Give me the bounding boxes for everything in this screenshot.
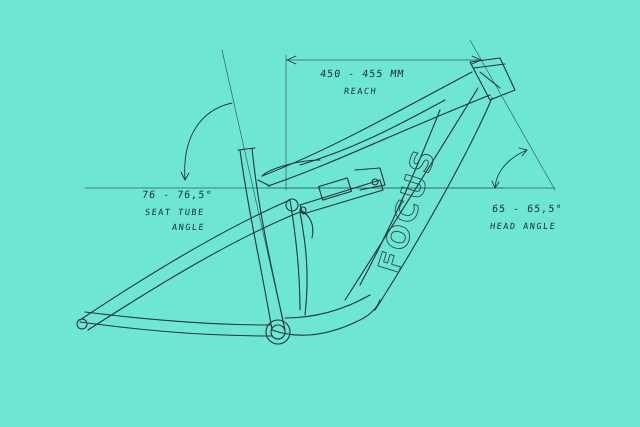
head-angle-label: HEAD ANGLE <box>489 222 557 232</box>
reach-label: REACH <box>343 87 378 97</box>
head-angle-value: 65 - 65,5° <box>491 204 563 215</box>
main-triangle <box>237 57 516 345</box>
seat-tube-angle-label-line1: SEAT TUBE <box>144 208 206 218</box>
brand-logo: FOCUS <box>372 144 443 278</box>
rear-triangle <box>76 198 314 337</box>
reach-value: 450 - 455 MM <box>319 69 405 80</box>
seat-tube-angle-label-line2: ANGLE <box>171 223 206 233</box>
rear-shock <box>299 167 386 215</box>
seat-tube-angle-value: 76 - 76,5° <box>141 190 213 201</box>
angle-arcs <box>180 102 528 189</box>
construction-lines <box>84 39 556 331</box>
